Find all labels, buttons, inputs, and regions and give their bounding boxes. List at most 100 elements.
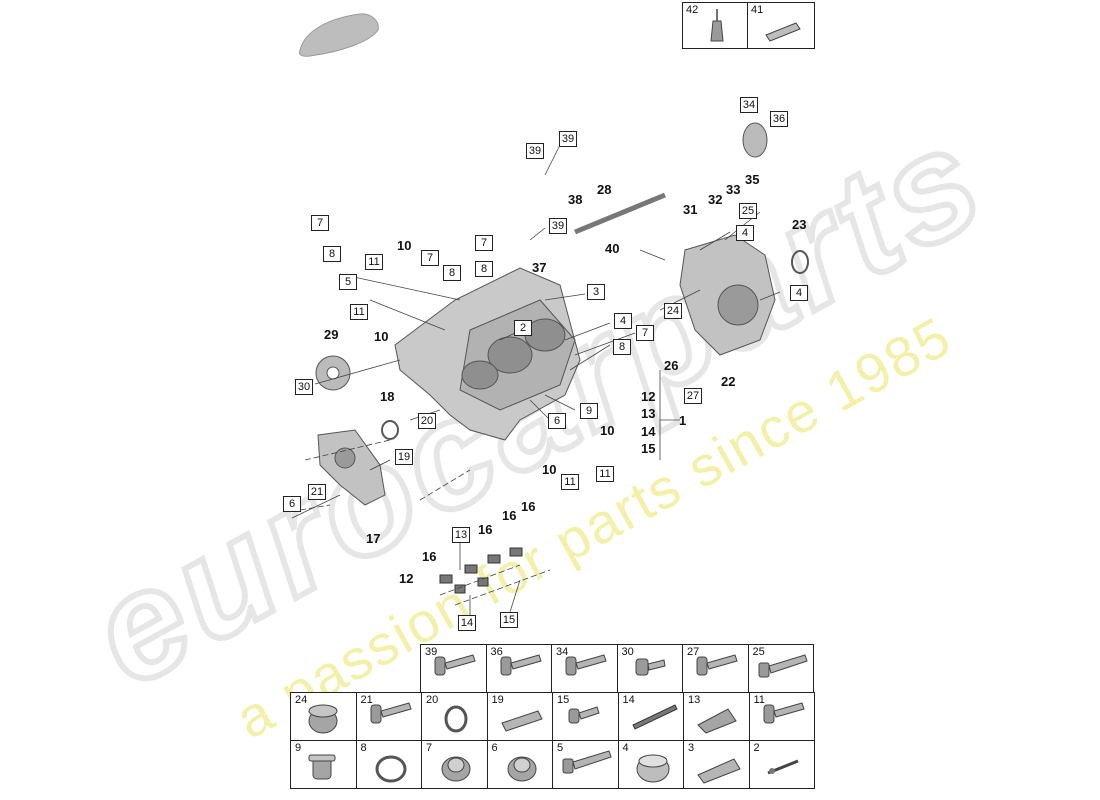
callout-11[interactable]: 11	[350, 304, 368, 320]
parts-table-label: 2	[753, 742, 760, 754]
top-legend-cell-42[interactable]: 42	[683, 3, 748, 48]
callout-15[interactable]: 15	[500, 612, 518, 628]
callout-4[interactable]: 4	[790, 285, 808, 301]
callout-38[interactable]: 38	[568, 192, 583, 207]
callout-25[interactable]: 25	[739, 203, 757, 219]
callout-39[interactable]: 39	[549, 218, 567, 234]
parts-table-cell-27[interactable]: 27	[682, 644, 749, 693]
parts-table-cell-13[interactable]: 13	[683, 692, 750, 741]
callout-8[interactable]: 8	[613, 339, 631, 355]
parts-table-label: 39	[425, 646, 438, 658]
parts-table-cell-39[interactable]: 39	[420, 644, 487, 693]
parts-table-cell-9[interactable]: 9	[290, 740, 357, 789]
callout-9[interactable]: 9	[580, 403, 598, 419]
parts-table-cell-15[interactable]: 15	[552, 692, 619, 741]
parts-table-label: 7	[426, 742, 433, 754]
callout-22[interactable]: 22	[721, 374, 736, 389]
callout-15[interactable]: 15	[641, 441, 656, 456]
parts-table-cell-5[interactable]: 5	[552, 740, 619, 789]
callout-36[interactable]: 36	[770, 111, 788, 127]
callout-31[interactable]: 31	[683, 202, 698, 217]
parts-table-cell-20[interactable]: 20	[421, 692, 488, 741]
parts-table-cell-7[interactable]: 7	[421, 740, 488, 789]
callout-4[interactable]: 4	[736, 225, 754, 241]
parts-table-label: 30	[621, 646, 634, 658]
parts-table-label: 19	[491, 694, 504, 706]
long-bolt-icon	[758, 654, 808, 678]
parts-table-cell-3[interactable]: 3	[683, 740, 750, 789]
callout-11[interactable]: 11	[365, 254, 383, 270]
callout-16[interactable]: 16	[422, 549, 437, 564]
callout-13[interactable]: 13	[452, 527, 470, 543]
callout-39[interactable]: 39	[559, 131, 577, 147]
parts-table-cell-14[interactable]: 14	[617, 692, 684, 741]
parts-table-cell-25[interactable]: 25	[747, 644, 814, 693]
dowel-sleeve-icon	[697, 708, 737, 734]
callout-10[interactable]: 10	[397, 238, 412, 253]
callout-40[interactable]: 40	[605, 241, 620, 256]
callout-4[interactable]: 4	[614, 313, 632, 329]
callout-8[interactable]: 8	[443, 265, 461, 281]
callout-23[interactable]: 23	[792, 217, 807, 232]
callout-12[interactable]: 12	[641, 389, 656, 404]
callout-39[interactable]: 39	[526, 143, 544, 159]
callout-8[interactable]: 8	[323, 246, 341, 262]
sealing-ring-icon	[444, 705, 468, 733]
top-legend-cell-41[interactable]: 41	[748, 3, 814, 48]
callout-12[interactable]: 12	[399, 571, 414, 586]
parts-table-cell-6[interactable]: 6	[486, 740, 553, 789]
parts-table-cell-34[interactable]: 34	[551, 644, 618, 693]
callout-17[interactable]: 17	[366, 531, 381, 546]
parts-table-cell-2[interactable]: 2	[748, 740, 815, 789]
parts-table-label: 4	[622, 742, 629, 754]
callout-6[interactable]: 6	[548, 413, 566, 429]
callout-28[interactable]: 28	[597, 182, 612, 197]
callout-7[interactable]: 7	[311, 215, 329, 231]
parts-table-label: 24	[295, 694, 308, 706]
callout-11[interactable]: 11	[561, 474, 579, 490]
callout-20[interactable]: 20	[418, 413, 436, 429]
callout-27[interactable]: 27	[684, 388, 702, 404]
parts-table-cell-4[interactable]: 4	[617, 740, 684, 789]
callout-37[interactable]: 37	[532, 260, 547, 275]
callout-18[interactable]: 18	[380, 389, 395, 404]
parts-table-cell-24[interactable]: 24	[290, 692, 357, 741]
callout-21[interactable]: 21	[308, 484, 326, 500]
callout-6[interactable]: 6	[283, 496, 301, 512]
parts-table-cell-8[interactable]: 8	[355, 740, 422, 789]
callout-16[interactable]: 16	[521, 499, 536, 514]
callout-8[interactable]: 8	[475, 261, 493, 277]
parts-table-cell-21[interactable]: 21	[355, 692, 422, 741]
callout-35[interactable]: 35	[745, 172, 760, 187]
callout-7[interactable]: 7	[421, 250, 439, 266]
callout-1[interactable]: 1	[679, 413, 687, 428]
callout-33[interactable]: 33	[726, 182, 741, 197]
callout-7[interactable]: 7	[475, 235, 493, 251]
parts-table-cell-11[interactable]: 11	[748, 692, 815, 741]
callout-24[interactable]: 24	[664, 303, 682, 319]
callout-26[interactable]: 26	[664, 358, 679, 373]
parts-table-cell-30[interactable]: 30	[616, 644, 683, 693]
parts-table-label: 36	[490, 646, 503, 658]
callout-32[interactable]: 32	[708, 192, 723, 207]
short-bolt-icon	[635, 658, 666, 676]
callout-11[interactable]: 11	[596, 466, 614, 482]
callout-29[interactable]: 29	[324, 327, 339, 342]
callout-2[interactable]: 2	[514, 320, 532, 336]
callout-13[interactable]: 13	[641, 406, 656, 421]
parts-table-cell-36[interactable]: 36	[485, 644, 552, 693]
callout-19[interactable]: 19	[395, 449, 413, 465]
parts-table-cell-19[interactable]: 19	[486, 692, 553, 741]
callout-10[interactable]: 10	[600, 423, 615, 438]
callout-14[interactable]: 14	[458, 615, 476, 631]
callout-34[interactable]: 34	[740, 97, 758, 113]
callout-10[interactable]: 10	[374, 329, 389, 344]
callout-5[interactable]: 5	[339, 274, 357, 290]
callout-30[interactable]: 30	[295, 379, 313, 395]
callout-3[interactable]: 3	[587, 284, 605, 300]
callout-16[interactable]: 16	[502, 508, 517, 523]
callout-14[interactable]: 14	[641, 424, 656, 439]
callout-16[interactable]: 16	[478, 522, 493, 537]
callout-7[interactable]: 7	[636, 325, 654, 341]
callout-10[interactable]: 10	[542, 462, 557, 477]
